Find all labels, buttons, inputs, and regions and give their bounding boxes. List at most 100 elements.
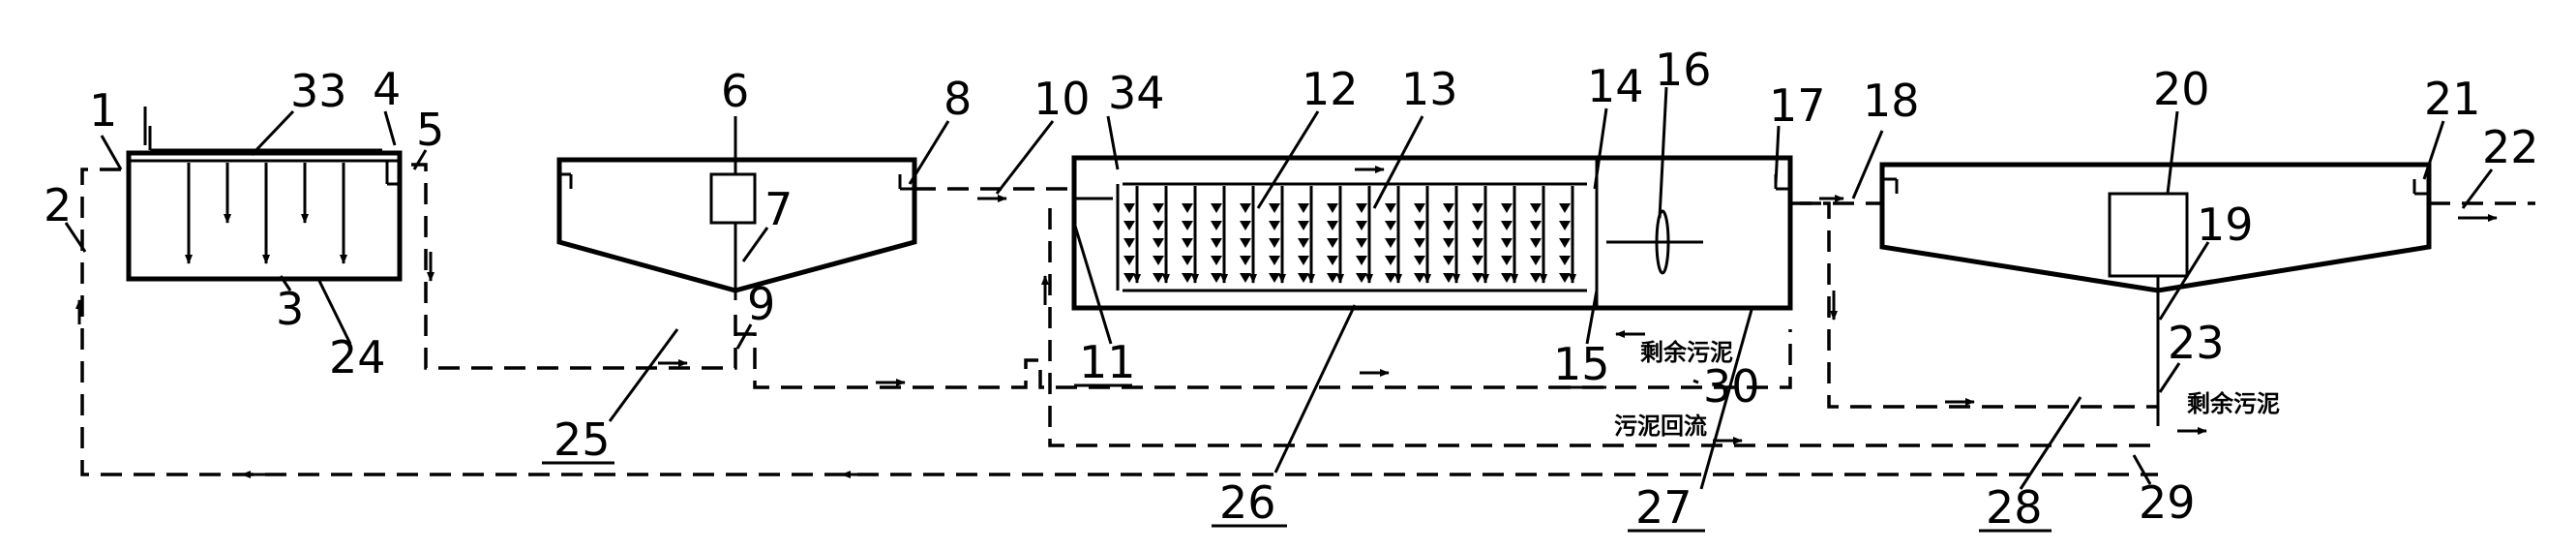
diffuser-bubble bbox=[1501, 203, 1513, 213]
label-12: 12 bbox=[1302, 63, 1359, 115]
diffuser-bubble bbox=[1298, 203, 1309, 213]
diffuser-bubble bbox=[1414, 256, 1425, 265]
label-9: 9 bbox=[747, 278, 775, 330]
label-14: 14 bbox=[1587, 60, 1644, 112]
diffuser-bubble bbox=[1211, 256, 1222, 265]
diffuser-bubble bbox=[1501, 221, 1513, 230]
diffuser-bubble bbox=[1443, 256, 1454, 265]
diffuser-bubble bbox=[1153, 256, 1164, 265]
diffuser-bubble bbox=[1298, 256, 1309, 265]
diffuser-bubble bbox=[1327, 221, 1338, 230]
label-19: 19 bbox=[2197, 199, 2254, 251]
diffuser-bubble bbox=[1559, 221, 1571, 230]
diffuser-bubble bbox=[1414, 238, 1425, 248]
diffuser-bubble bbox=[1385, 238, 1396, 248]
diffuser-bubble bbox=[1123, 273, 1135, 283]
label-21: 21 bbox=[2424, 73, 2481, 125]
diffuser-bubble bbox=[1385, 221, 1396, 230]
label-5: 5 bbox=[416, 104, 444, 156]
flow-arrows bbox=[75, 166, 2498, 478]
diffuser-bubble bbox=[1327, 238, 1338, 248]
diffuser-bubble bbox=[1559, 203, 1571, 213]
label-20: 20 bbox=[2153, 63, 2210, 115]
label-30: 30 bbox=[1703, 360, 1760, 413]
diffuser-bubble bbox=[1356, 273, 1367, 283]
diffuser-bubble bbox=[1240, 273, 1251, 283]
diffuser-bubble bbox=[1298, 238, 1309, 248]
annotation-sludge-return: 污泥回流 bbox=[1614, 413, 1707, 440]
diffuser-bubble bbox=[1269, 273, 1280, 283]
diffuser-bubble bbox=[1385, 256, 1396, 265]
label-2: 2 bbox=[44, 179, 72, 231]
diffuser-bubble bbox=[1530, 203, 1542, 213]
diffuser-bubble bbox=[1123, 203, 1135, 213]
diffuser-bubble bbox=[1269, 238, 1280, 248]
diffuser-bubble bbox=[1559, 256, 1571, 265]
diffuser-bubble bbox=[1182, 203, 1193, 213]
diffuser-bubble bbox=[1123, 256, 1135, 265]
diffuser-bubble bbox=[1356, 203, 1367, 213]
tank-1-down-pipes bbox=[185, 163, 347, 264]
label-8: 8 bbox=[944, 73, 972, 125]
diffuser-array bbox=[1123, 186, 1576, 284]
label-6: 6 bbox=[721, 65, 749, 117]
diffuser-bubble bbox=[1472, 256, 1483, 265]
label-29: 29 bbox=[2139, 476, 2196, 529]
diffuser-bubble bbox=[1182, 273, 1193, 283]
label-11: 11 bbox=[1079, 336, 1136, 388]
diffuser-bubble bbox=[1443, 203, 1454, 213]
diffuser-bubble bbox=[1211, 273, 1222, 283]
diffuser-bubble bbox=[1472, 273, 1483, 283]
number-labels: 1 2 33 4 5 3 24 6 7 8 9 25 10 34 11 12 1… bbox=[44, 44, 2539, 534]
diffuser-bubble bbox=[1443, 273, 1454, 283]
diffuser-bubble bbox=[1356, 221, 1367, 230]
label-22: 22 bbox=[2482, 121, 2539, 173]
leader-lines bbox=[64, 86, 2494, 490]
label-33: 33 bbox=[290, 65, 347, 117]
diffuser-bubble bbox=[1153, 203, 1164, 213]
diffuser-bubble bbox=[1530, 273, 1542, 283]
diffuser-bubble bbox=[1530, 221, 1542, 230]
diffuser-bubble bbox=[1211, 238, 1222, 248]
diffuser-bubble bbox=[1269, 256, 1280, 265]
diffuser-bubble bbox=[1211, 221, 1222, 230]
diffuser-bubble bbox=[1240, 256, 1251, 265]
label-10: 10 bbox=[1033, 73, 1091, 125]
diffuser-bubble bbox=[1182, 221, 1193, 230]
label-24: 24 bbox=[329, 331, 386, 383]
diffuser-bubble bbox=[1298, 273, 1309, 283]
label-3: 3 bbox=[276, 283, 304, 335]
mixer-16 bbox=[1606, 209, 1703, 275]
diffuser-bubble bbox=[1327, 256, 1338, 265]
diffuser-bubble bbox=[1240, 221, 1251, 230]
annotation-excess-sludge-2: 剩余污泥 bbox=[2187, 390, 2280, 417]
diffuser-bubble bbox=[1443, 221, 1454, 230]
diffuser-bubble bbox=[1414, 221, 1425, 230]
diffuser-bubble bbox=[1356, 238, 1367, 248]
diffuser-bubble bbox=[1385, 203, 1396, 213]
settling-tank-1 bbox=[556, 157, 917, 300]
diffuser-bubble bbox=[1414, 273, 1425, 283]
diffuser-bubble bbox=[1472, 203, 1483, 213]
label-28: 28 bbox=[1986, 481, 2043, 534]
label-7: 7 bbox=[764, 183, 793, 235]
diffuser-bubble bbox=[1385, 273, 1396, 283]
diffuser-bubble bbox=[1443, 238, 1454, 248]
label-23: 23 bbox=[2168, 317, 2225, 369]
diffuser-bubble bbox=[1123, 221, 1135, 230]
tank-1 bbox=[126, 126, 403, 282]
diffuser-bubble bbox=[1472, 238, 1483, 248]
diffuser-bubble bbox=[1153, 221, 1164, 230]
diffuser-bubble bbox=[1182, 256, 1193, 265]
diffuser-bubble bbox=[1327, 203, 1338, 213]
label-25: 25 bbox=[554, 413, 611, 466]
diffuser-bubble bbox=[1153, 238, 1164, 248]
diffuser-bubble bbox=[1356, 256, 1367, 265]
label-15: 15 bbox=[1553, 338, 1610, 390]
diffuser-bubble bbox=[1153, 273, 1164, 283]
label-17: 17 bbox=[1769, 79, 1826, 132]
label-underlines bbox=[542, 383, 2052, 533]
diffuser-bubble bbox=[1559, 238, 1571, 248]
label-1: 1 bbox=[89, 84, 117, 137]
